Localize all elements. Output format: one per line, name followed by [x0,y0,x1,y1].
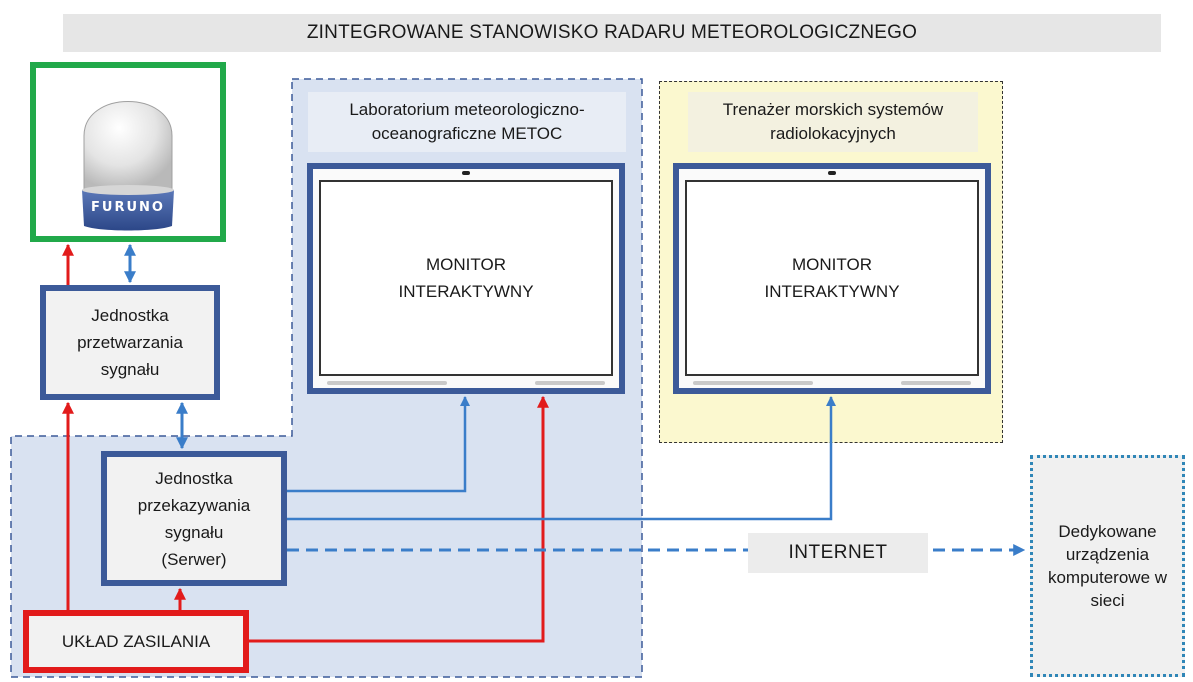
interactive-monitor-trainer: MONITOR INTERAKTYWNY [673,163,991,394]
radar-antenna-icon: FURUNO [82,101,174,231]
radar-brand-label: FURUNO [91,200,165,215]
trainer-zone-label: Trenażer morskich systemów radiolokacyjn… [688,92,978,152]
monitor-label-line2: INTERAKTYWNY [398,282,534,301]
power-supply-label: UKŁAD ZASILANIA [61,632,211,651]
server-label-line4: (Serwer) [161,549,227,569]
monitor-label-line2: INTERAKTYWNY [764,282,900,301]
signal-processing-unit: Jednostka przetwarzania sygnału [40,285,220,400]
power-line-to-monitor [249,395,549,643]
lab-zone-label: Laboratorium meteorologiczno-oceanografi… [308,92,626,152]
camera-icon [828,171,836,175]
data-link-server-monitor-lab [287,396,470,493]
monitor-toolbar-left [327,381,447,385]
monitor-label-line1: MONITOR [792,255,872,274]
server-label-line2: przekazywania [137,495,251,515]
camera-icon [462,171,470,175]
power-supply-unit: UKŁAD ZASILANIA [23,610,249,673]
monitor-label-line1: MONITOR [426,255,506,274]
signal-relay-server: Jednostka przekazywania sygnału (Serwer) [101,451,287,586]
monitor-screen: MONITOR INTERAKTYWNY [685,180,979,376]
monitor-toolbar-left [693,381,813,385]
network-devices-label: Dedykowane urządzenia komputerowe w siec… [1047,522,1168,610]
signal-processing-unit-label: Jednostka przetwarzania sygnału [77,306,183,379]
interactive-monitor-lab: MONITOR INTERAKTYWNY [307,163,625,394]
monitor-toolbar-right [535,381,605,385]
radar-antenna-frame: FURUNO [30,62,226,242]
data-link-server-monitor-trainer [287,396,836,521]
monitor-toolbar-right [901,381,971,385]
network-devices-zone: Dedykowane urządzenia komputerowe w siec… [1030,455,1185,677]
monitor-screen: MONITOR INTERAKTYWNY [319,180,613,376]
server-label-line1: Jednostka [155,468,233,488]
internet-label: INTERNET [748,533,928,573]
page-title: ZINTEGROWANE STANOWISKO RADARU METEOROLO… [63,14,1161,52]
server-label-line3: sygnału [164,522,224,542]
